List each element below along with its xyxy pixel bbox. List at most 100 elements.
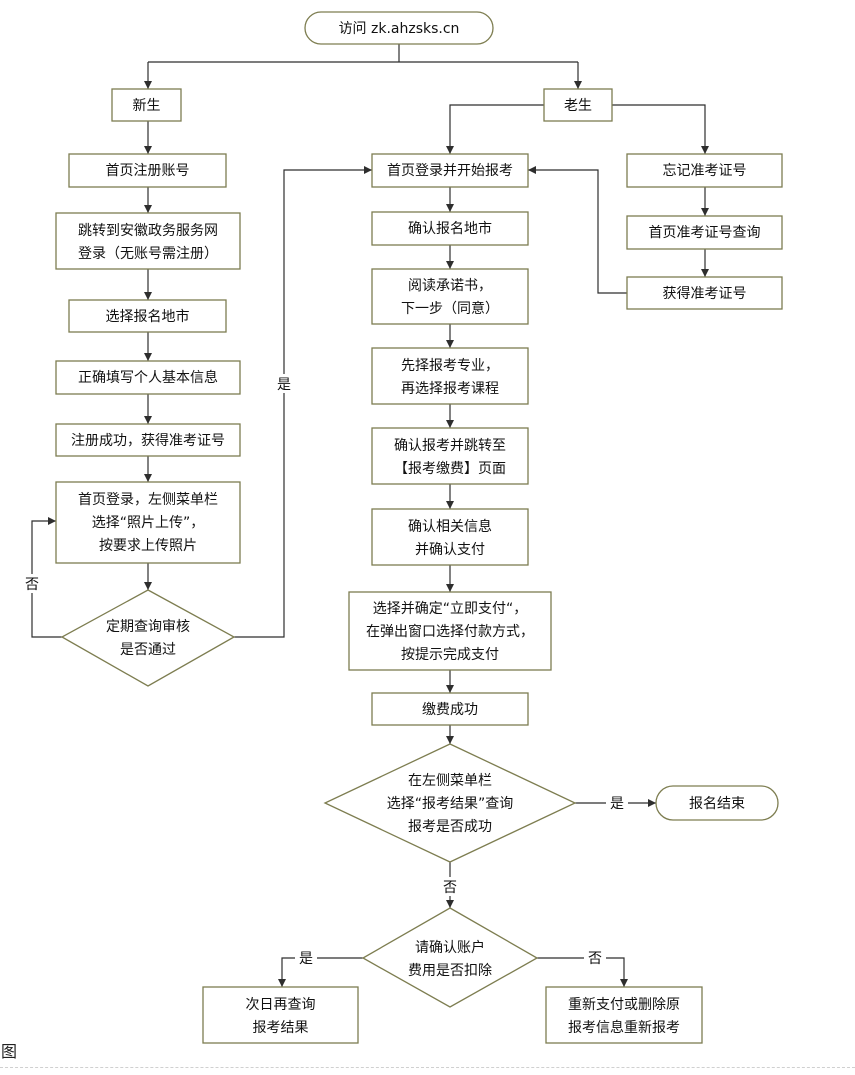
review-decision-line-1: 定期查询审核 bbox=[106, 619, 190, 635]
upload-photo-line-3: 按要求上传照片 bbox=[99, 538, 197, 554]
confirm-apply-line-2: 【报考缴费】页面 bbox=[394, 461, 506, 477]
edge-label-bg-result-no bbox=[442, 877, 458, 896]
edge-label-bg-deduct-yes bbox=[295, 950, 317, 967]
confirm-pay-node: 确认相关信息 并确认支付 bbox=[371, 508, 529, 566]
get-ticket-box bbox=[626, 276, 783, 310]
login-start-box bbox=[371, 153, 529, 188]
fill-info-label: 正确填写个人基本信息 bbox=[78, 369, 218, 386]
result-decision-line-3: 报考是否成功 bbox=[408, 819, 492, 835]
deduct-decision-line-2: 费用是否扣除 bbox=[408, 963, 492, 979]
edge-label-result-no: 否 bbox=[443, 880, 457, 896]
start-terminal-shape bbox=[304, 11, 494, 45]
confirm-city-node: 确认报名地市 bbox=[371, 211, 529, 246]
next-day-line-1: 次日再查询 bbox=[246, 997, 316, 1013]
get-ticket-node: 获得准考证号 bbox=[626, 276, 783, 310]
upload-photo-node: 首页登录，左侧菜单栏 选择“照片上传”， 按要求上传照片 bbox=[55, 481, 241, 564]
connector-deduct-no-to-repay bbox=[537, 957, 628, 987]
new-student-node: 新生 bbox=[111, 88, 182, 122]
upload-photo-line-2: 选择“照片上传”， bbox=[92, 515, 205, 531]
new-student-label: 新生 bbox=[133, 98, 161, 114]
old-student-node: 老生 bbox=[543, 88, 613, 122]
confirm-pay-line-2: 并确认支付 bbox=[415, 542, 485, 558]
next-day-box bbox=[202, 986, 359, 1044]
nodes: 访问 zk.ahzsks.cn 新生 老生 首页注册账号 跳转到安徽政务服务网 … bbox=[55, 11, 783, 1044]
end-label: 报名结束 bbox=[689, 796, 745, 812]
review-decision-line-2: 是否通过 bbox=[120, 642, 176, 658]
repay-node: 重新支付或删除原 报考信息重新报考 bbox=[545, 986, 703, 1044]
pay-success-label: 缴费成功 bbox=[422, 702, 478, 718]
next-day-line-2: 报考结果 bbox=[253, 1020, 309, 1036]
register-success-box bbox=[55, 423, 241, 457]
deduct-decision-diamond bbox=[361, 907, 539, 1008]
result-decision-diamond bbox=[323, 743, 577, 863]
select-city-new-node: 选择报名地市 bbox=[68, 299, 227, 333]
upload-photo-line-1: 首页登录，左侧菜单栏 bbox=[78, 492, 218, 508]
read-pledge-line-2: 下一步（同意） bbox=[401, 300, 499, 317]
confirm-pay-box bbox=[371, 508, 529, 566]
register-account-node: 首页注册账号 bbox=[68, 153, 227, 188]
pay-success-node: 缴费成功 bbox=[371, 692, 529, 726]
confirm-city-box bbox=[371, 211, 529, 246]
read-pledge-node: 阅读承诺书， 下一步（同意） bbox=[371, 268, 529, 325]
register-success-node: 注册成功，获得准考证号 bbox=[55, 423, 241, 457]
next-day-node: 次日再查询 报考结果 bbox=[202, 986, 359, 1044]
login-start-node: 首页登录并开始报考 bbox=[371, 153, 529, 188]
register-account-box bbox=[68, 153, 227, 188]
register-account-label: 首页注册账号 bbox=[106, 163, 190, 179]
result-decision-line-2: 选择“报考结果”查询 bbox=[387, 796, 514, 812]
confirm-apply-line-1: 确认报考并跳转至 bbox=[394, 438, 506, 454]
edge-label-result-yes: 是 bbox=[610, 796, 624, 812]
select-city-new-box bbox=[68, 299, 227, 333]
login-start-label: 首页登录并开始报考 bbox=[387, 163, 513, 179]
jump-gov-portal-box bbox=[55, 212, 241, 270]
fill-info-node: 正确填写个人基本信息 bbox=[55, 360, 241, 395]
read-pledge-line-1: 阅读承诺书， bbox=[408, 277, 492, 294]
pay-now-line-2: 在弹出窗口选择付款方式， bbox=[366, 623, 534, 640]
confirm-pay-line-1: 确认相关信息 bbox=[408, 518, 492, 535]
jump-gov-portal-node: 跳转到安徽政务服务网 登录（无账号需注册） bbox=[55, 212, 241, 270]
query-ticket-label: 首页准考证号查询 bbox=[649, 225, 761, 241]
confirm-apply-node: 确认报考并跳转至 【报考缴费】页面 bbox=[371, 427, 529, 485]
confirm-apply-box bbox=[371, 427, 529, 485]
pay-success-box bbox=[371, 692, 529, 726]
forgot-ticket-label: 忘记准考证号 bbox=[663, 163, 747, 179]
repay-line-1: 重新支付或删除原 bbox=[568, 997, 680, 1013]
pay-now-box bbox=[348, 591, 552, 671]
start-label: 访问 zk.ahzsks.cn bbox=[339, 21, 460, 37]
figure-caption: 图 bbox=[1, 1042, 18, 1061]
review-decision-diamond bbox=[60, 589, 236, 687]
upload-photo-box bbox=[55, 481, 241, 564]
connector-get-to-login bbox=[528, 166, 627, 294]
repay-line-2: 报考信息重新报考 bbox=[568, 1019, 680, 1036]
select-city-new-label: 选择报名地市 bbox=[106, 308, 190, 325]
edge-label-bg-deduct-no bbox=[584, 950, 606, 967]
register-success-label: 注册成功，获得准考证号 bbox=[71, 432, 225, 449]
end-node: 报名结束 bbox=[655, 785, 779, 821]
pay-now-line-1: 选择并确定“立即支付“， bbox=[373, 601, 528, 617]
connectors bbox=[31, 44, 709, 987]
edge-label-bg-result-yes bbox=[606, 795, 628, 812]
query-ticket-node: 首页准考证号查询 bbox=[626, 215, 783, 250]
edge-label-bg-review-no bbox=[24, 574, 40, 593]
edge-label-deduct-no: 否 bbox=[588, 951, 602, 967]
confirm-city-label: 确认报名地市 bbox=[408, 220, 492, 237]
end-terminal-shape bbox=[655, 785, 779, 821]
start-node: 访问 zk.ahzsks.cn bbox=[304, 11, 494, 45]
edge-labels: 否 是 是 否 是 否 bbox=[24, 374, 628, 967]
choose-major-line-1: 先择报考专业， bbox=[401, 358, 499, 374]
bottom-divider bbox=[0, 1067, 855, 1068]
jump-gov-portal-line-1: 跳转到安徽政务服务网 bbox=[78, 223, 218, 239]
old-student-label: 老生 bbox=[564, 98, 592, 114]
choose-major-node: 先择报考专业， 再选择报考课程 bbox=[371, 347, 529, 405]
edge-label-deduct-yes: 是 bbox=[299, 951, 313, 967]
old-student-box bbox=[543, 88, 613, 122]
pay-now-line-3: 按提示完成支付 bbox=[401, 647, 499, 663]
review-decision-node: 定期查询审核 是否通过 bbox=[60, 589, 236, 687]
deduct-decision-line-1: 请确认账户 bbox=[415, 939, 485, 956]
fill-info-box bbox=[55, 360, 241, 395]
connector-deduct-yes-to-next-day bbox=[278, 957, 363, 987]
connector-old-to-login bbox=[446, 104, 544, 154]
connector-review-yes-to-login bbox=[234, 166, 372, 638]
new-student-box bbox=[111, 88, 182, 122]
